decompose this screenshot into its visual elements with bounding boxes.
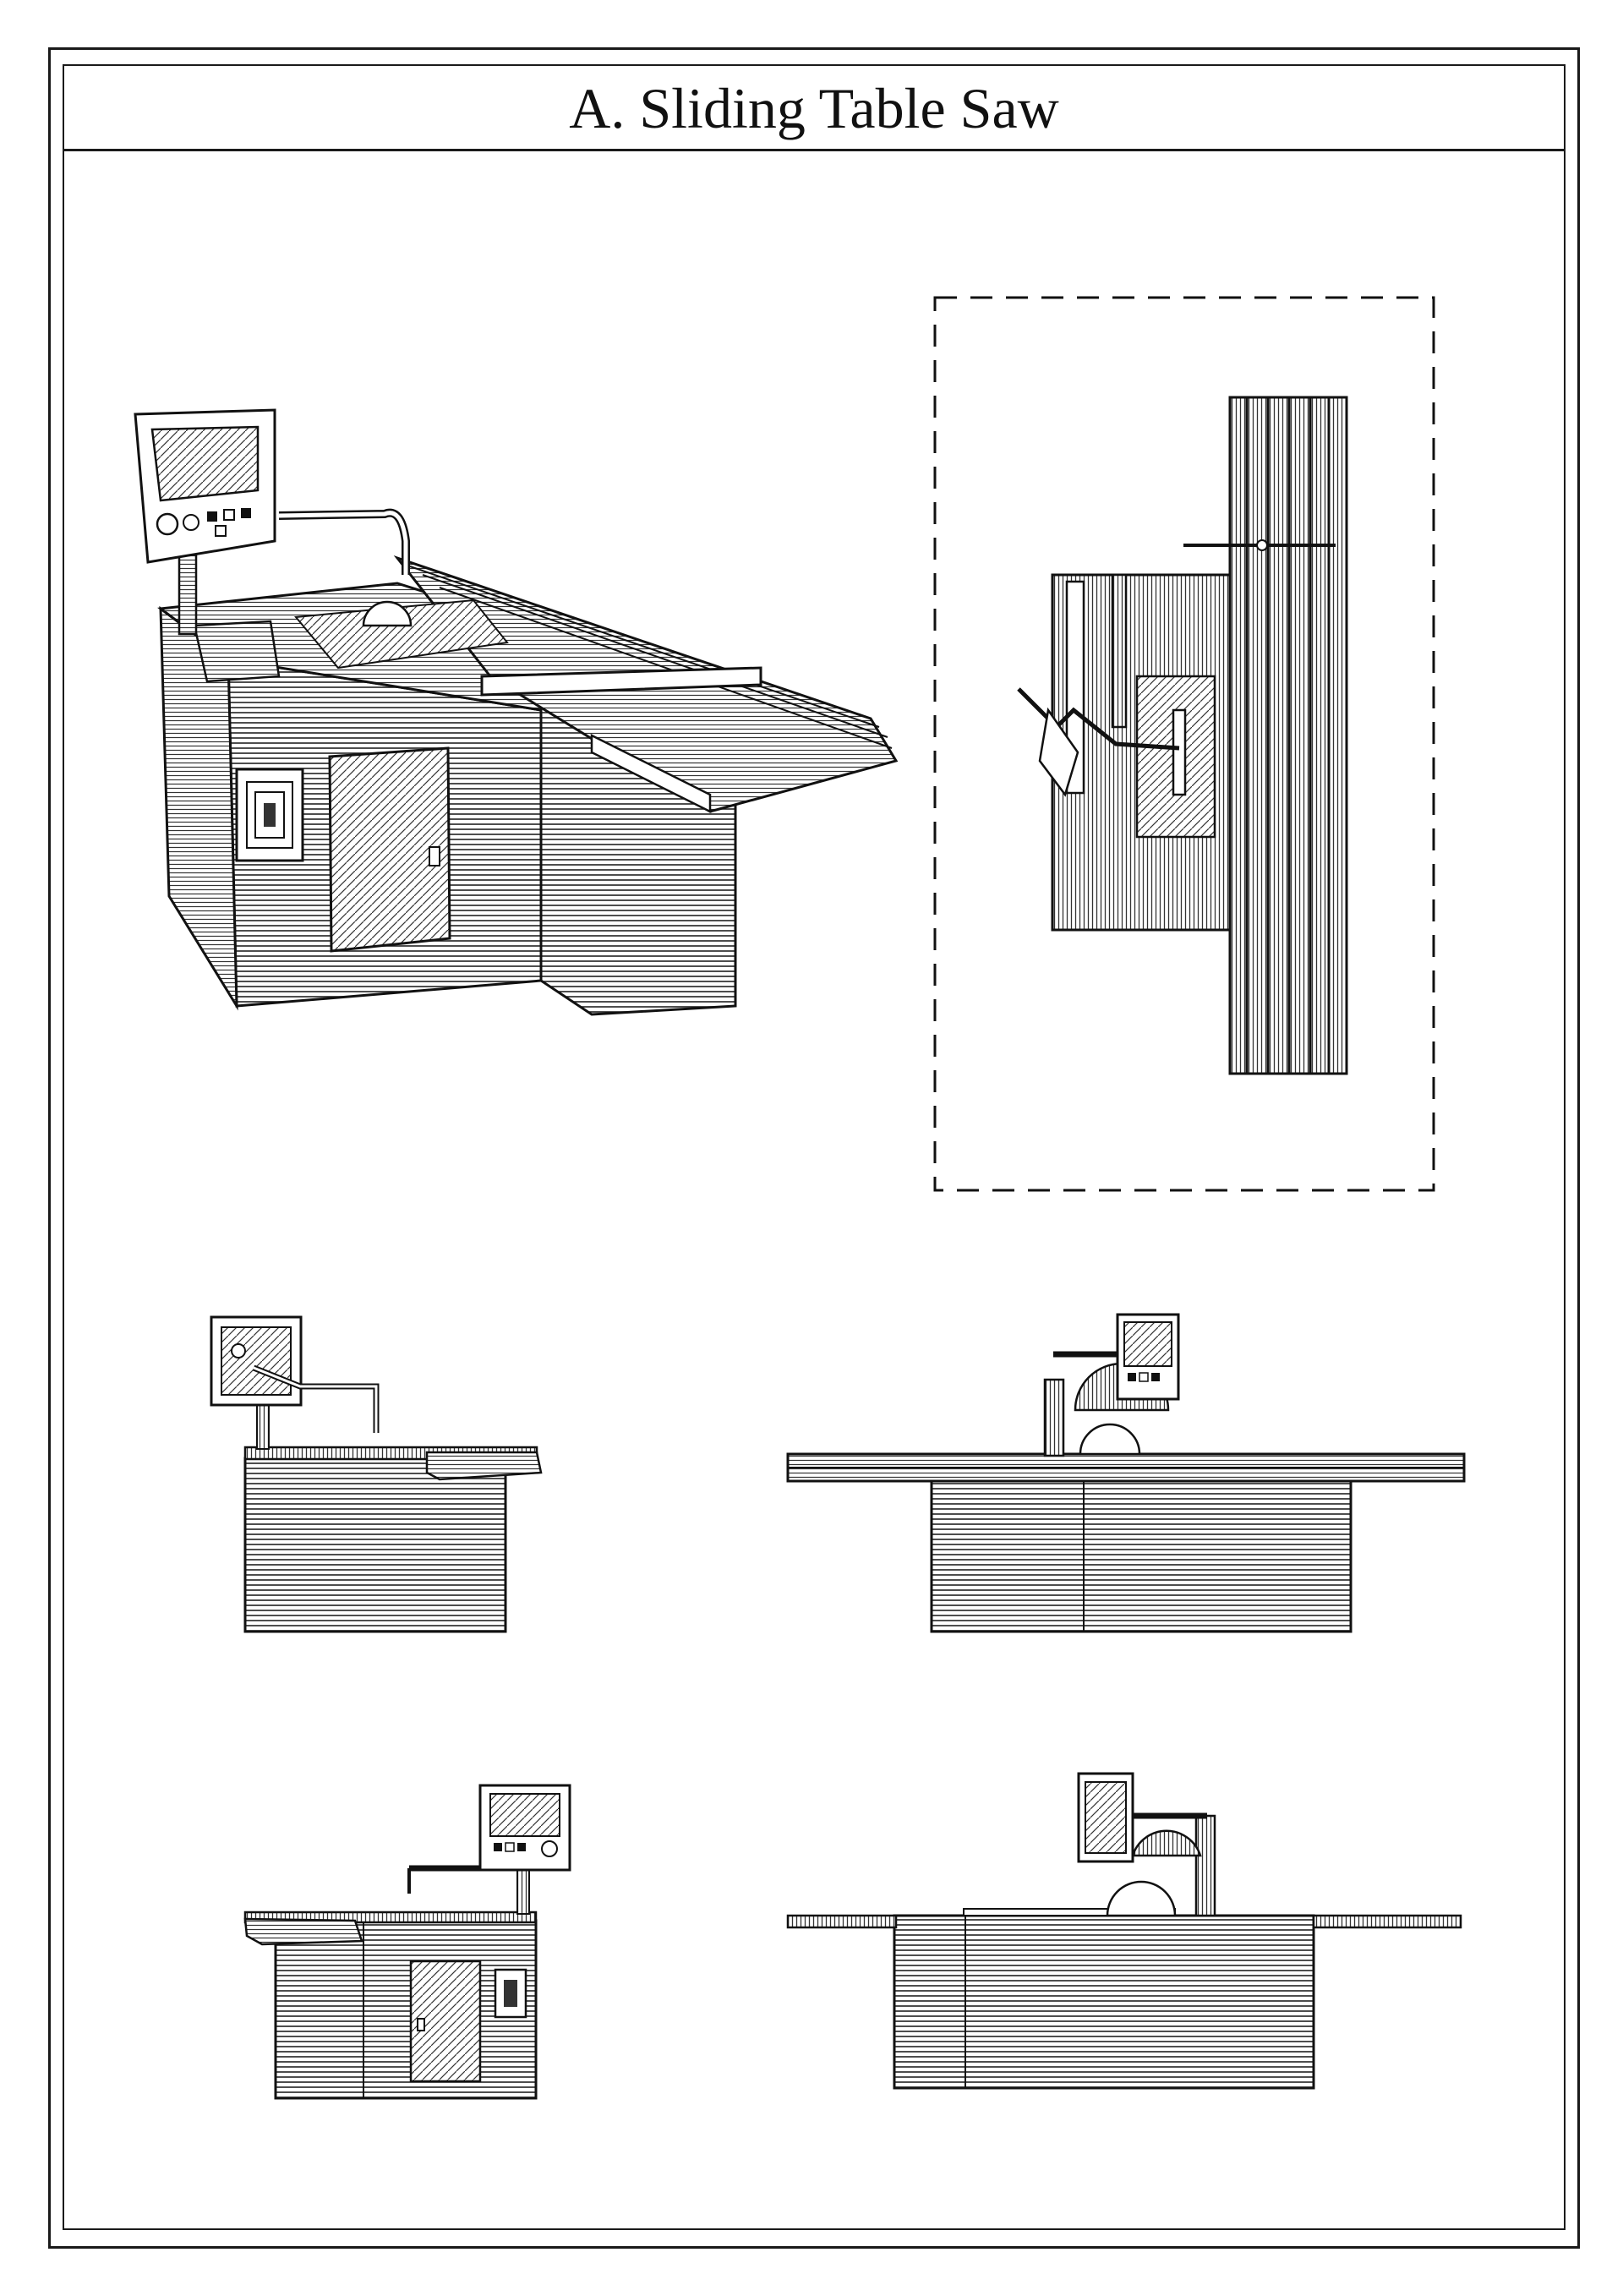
front-saw-blade-icon [1079,1423,1141,1456]
rear-saw-blade-icon [1106,1880,1177,1917]
side-cabinet [243,1457,507,1633]
sheet-title: A. Sliding Table Saw [569,75,1059,140]
rear-cabinet [893,1914,1315,2090]
rear-column [1194,1814,1216,1917]
sheet-outer-border [48,47,1580,2249]
right-door-handle-icon [417,2018,425,2031]
sheet-inner-border [63,64,1566,2230]
front-column [1043,1378,1065,1457]
isometric-view [134,408,899,1016]
outrigger-support [590,733,712,814]
blade-insert-plate [294,599,509,670]
switch-panel-icon [235,768,304,862]
rear-extension-right [1312,1914,1462,1929]
front-cabinet [930,1479,1352,1633]
saw-blade-icon [362,600,413,627]
side-display-icon [210,1315,303,1407]
left-extension-table [193,620,281,683]
cross-cut-fence [480,666,762,697]
plan-view-boundary [933,296,1435,1192]
right-sliding-table [243,1917,363,1946]
rear-display-icon [1077,1772,1134,1863]
overhead-guard-arm [278,508,410,575]
front-view [786,1313,1466,1633]
right-display-icon [478,1784,571,1872]
side-sliding-table [425,1451,543,1481]
rear-extension-left [786,1914,898,1929]
side-left-view [210,1315,543,1633]
control-display-icon [134,408,276,564]
side-column [256,1402,270,1450]
rear-blade-guard [1131,1829,1202,1857]
right-cabinet [274,1919,538,2100]
title-divider [63,149,1566,151]
plan-rip-fence [1065,580,1085,795]
right-switch-panel-icon [494,1968,527,2019]
front-display-icon [1116,1313,1180,1401]
plan-guard-arm [1017,687,1180,751]
plan-blade-icon [1172,708,1187,796]
side-right-view [243,1784,571,2100]
top-plan-view [933,296,1435,1192]
rear-view [786,1772,1462,2090]
door-handle-icon [429,846,440,866]
cabinet-door [328,746,451,953]
